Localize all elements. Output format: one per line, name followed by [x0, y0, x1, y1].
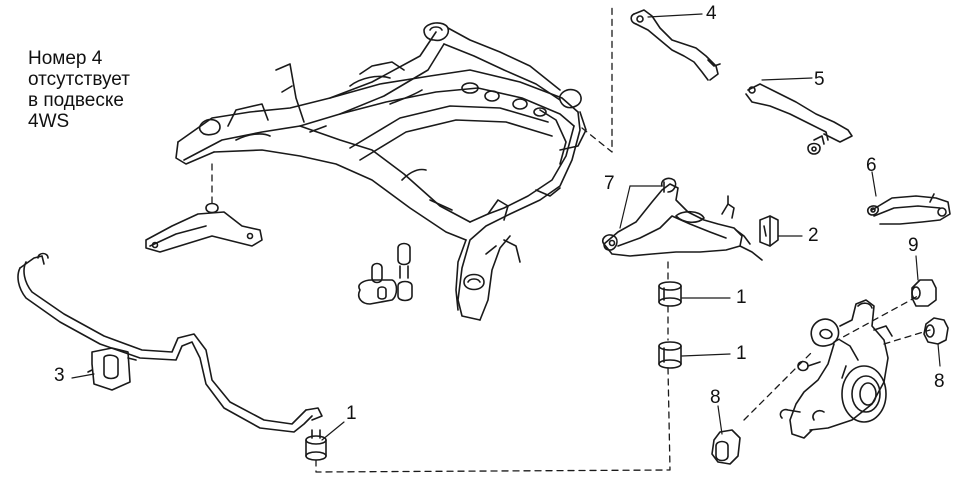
- callout-2: 2: [808, 225, 819, 246]
- note-line-4: 4WS: [28, 111, 70, 132]
- callout-5: 5: [814, 69, 825, 90]
- note-line-3: в подвеске: [28, 90, 124, 111]
- callout-4: 4: [706, 3, 717, 24]
- lower-mount-plate: [145, 202, 263, 253]
- lower-control-arm-7: [601, 177, 763, 261]
- stabilizer-bar: [17, 252, 323, 433]
- trailing-link-6: [866, 193, 951, 225]
- bushing-8-upper: [923, 317, 949, 345]
- bushing-2: [759, 215, 779, 247]
- model-note: Номер 4 отсутствует в подвеске 4WS: [28, 48, 130, 132]
- knuckle-hub: [779, 299, 893, 439]
- stabilizer-end-bushing: [305, 429, 327, 461]
- link-assembly: [357, 242, 413, 305]
- callout-8-left: 8: [710, 387, 721, 408]
- callout-1-bushing-mid: 1: [736, 343, 747, 364]
- callout-8-right: 8: [934, 371, 945, 392]
- bushing-8-lower: [711, 429, 741, 465]
- callout-6: 6: [866, 155, 877, 176]
- callout-7: 7: [604, 173, 615, 194]
- rear-subframe: [175, 22, 587, 321]
- callout-leaders: [71, 13, 941, 441]
- bushing-1-middle: [658, 341, 682, 369]
- callout-1-bushing-top: 1: [736, 287, 747, 308]
- lateral-link-5: [745, 83, 853, 155]
- bushing-9: [911, 279, 937, 307]
- note-line-1: Номер 4: [28, 48, 103, 69]
- note-line-2: отсутствует: [28, 69, 130, 90]
- stabilizer-bushing: [87, 347, 137, 391]
- callout-1-stabilizer: 1: [346, 403, 357, 424]
- callout-9: 9: [908, 235, 919, 256]
- upper-arm-4: [630, 9, 721, 81]
- bushing-1-top: [658, 281, 682, 307]
- callout-3: 3: [54, 365, 65, 386]
